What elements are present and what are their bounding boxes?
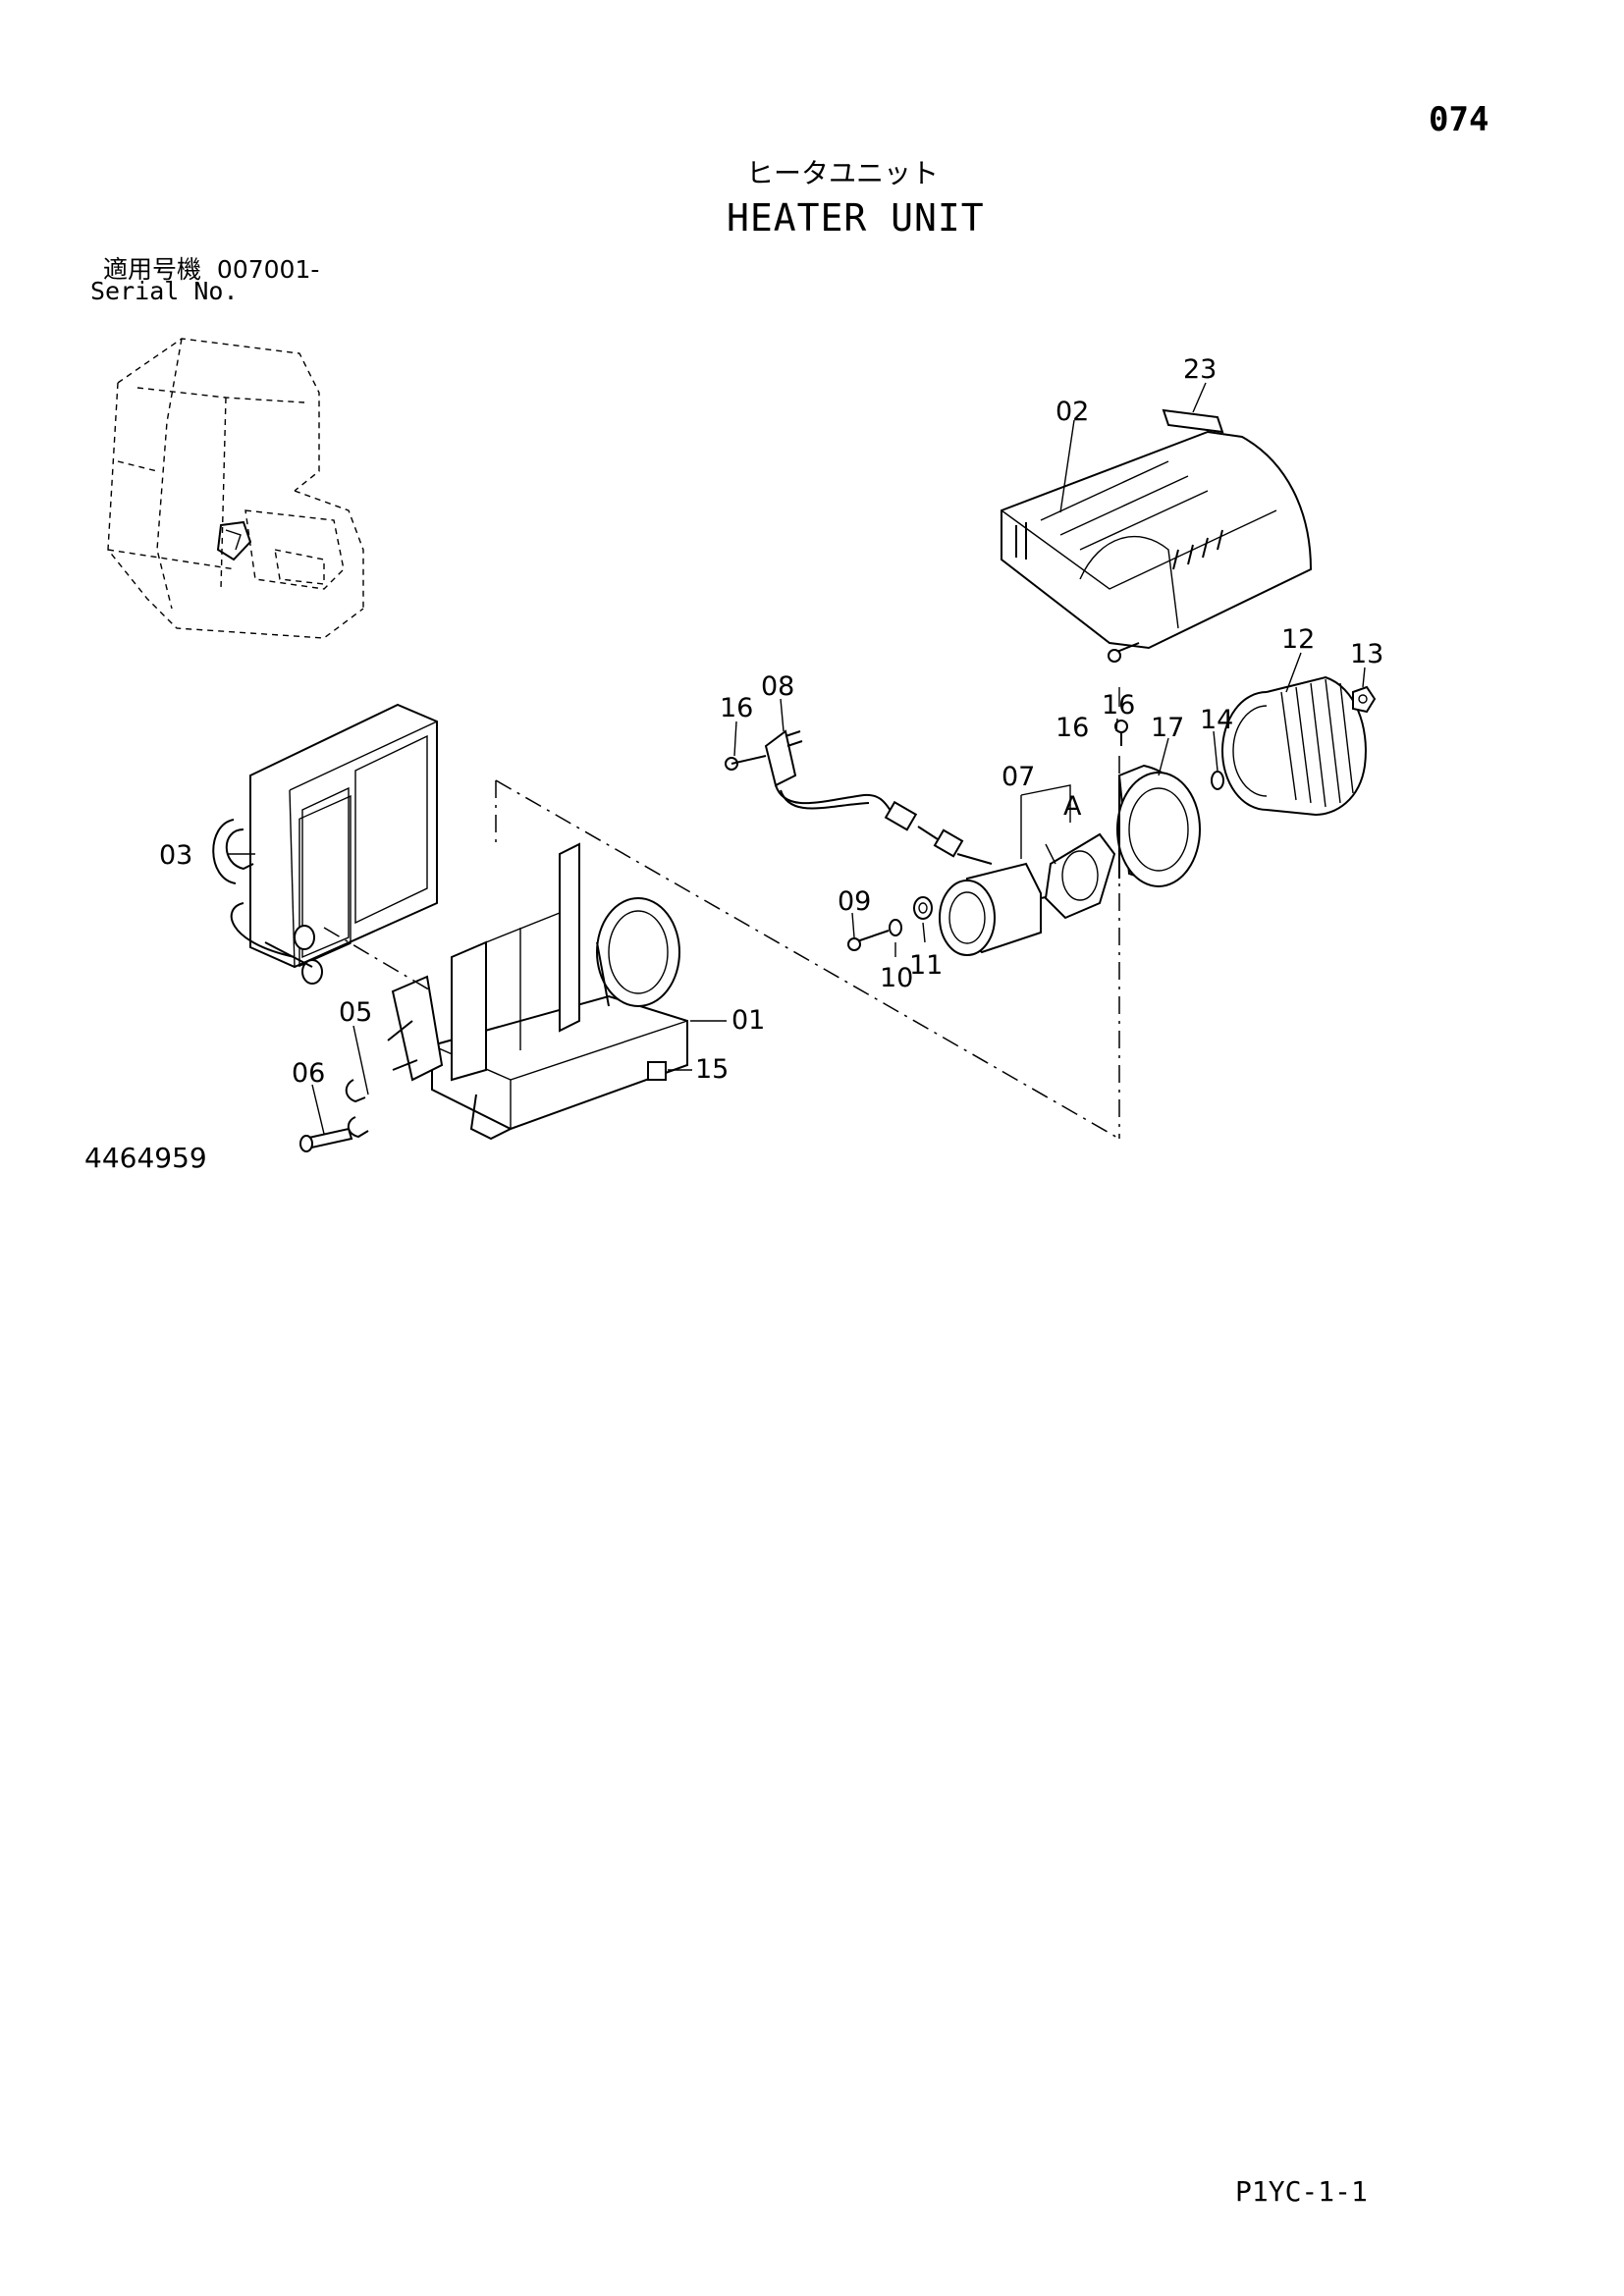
bracket-and-bolt [299,1079,369,1152]
callout-12: 12 [1281,624,1315,655]
heater-lower-case [387,842,688,1141]
title-japanese: ヒータユニット [746,157,940,189]
cab-location-inset [107,338,364,639]
callout-06: 06 [292,1058,325,1089]
page-code: P1YC-1-1 [1235,2175,1368,2208]
serial-range: 007001- [216,255,320,284]
callout-10: 10 [880,963,913,993]
screws [725,642,1140,771]
fan-nut [1352,685,1377,714]
title-english: HEATER UNIT [727,196,985,240]
callout-11: 11 [909,950,943,981]
callout-labels: 01 02 03 05 06 07 08 09 10 11 12 13 14 1… [159,354,1383,1089]
blower-fan [1221,675,1367,817]
heater-core [212,703,438,985]
serial-label-english: Serial No. [90,277,239,305]
page-number: 074 [1429,100,1489,139]
callout-15: 15 [695,1054,729,1085]
heater-upper-cover [1001,430,1313,650]
leader-lines [228,382,1366,1135]
callout-08: 08 [761,671,794,702]
harness-and-resistor [764,729,993,865]
callout-16-plate: 16 [1056,713,1089,743]
callout-23: 23 [1183,354,1217,385]
fan-housing-plate [1116,764,1201,887]
callout-14: 14 [1200,705,1233,735]
callout-07: 07 [1001,762,1035,792]
illustration-id: 4464959 [84,1142,207,1174]
callout-A: A [1063,791,1082,822]
callout-02: 02 [1056,397,1089,427]
callout-09: 09 [838,886,871,917]
serial-label-ja-text: 適用号機 [103,255,202,284]
motor-fasteners [847,896,933,951]
blower-motor [939,784,1116,956]
callout-03: 03 [159,840,192,871]
serial-label-japanese: 適用号機 007001- [103,250,319,286]
callout-17: 17 [1151,713,1184,743]
fan-washer [1211,771,1224,790]
callout-05: 05 [339,997,372,1028]
callout-16-cover: 16 [1102,690,1135,721]
label-plate [1162,408,1224,434]
callout-16-harness: 16 [720,693,753,723]
callout-13: 13 [1350,639,1383,669]
assembly-guide-lines [323,756,1120,1140]
callout-01: 01 [731,1005,765,1036]
